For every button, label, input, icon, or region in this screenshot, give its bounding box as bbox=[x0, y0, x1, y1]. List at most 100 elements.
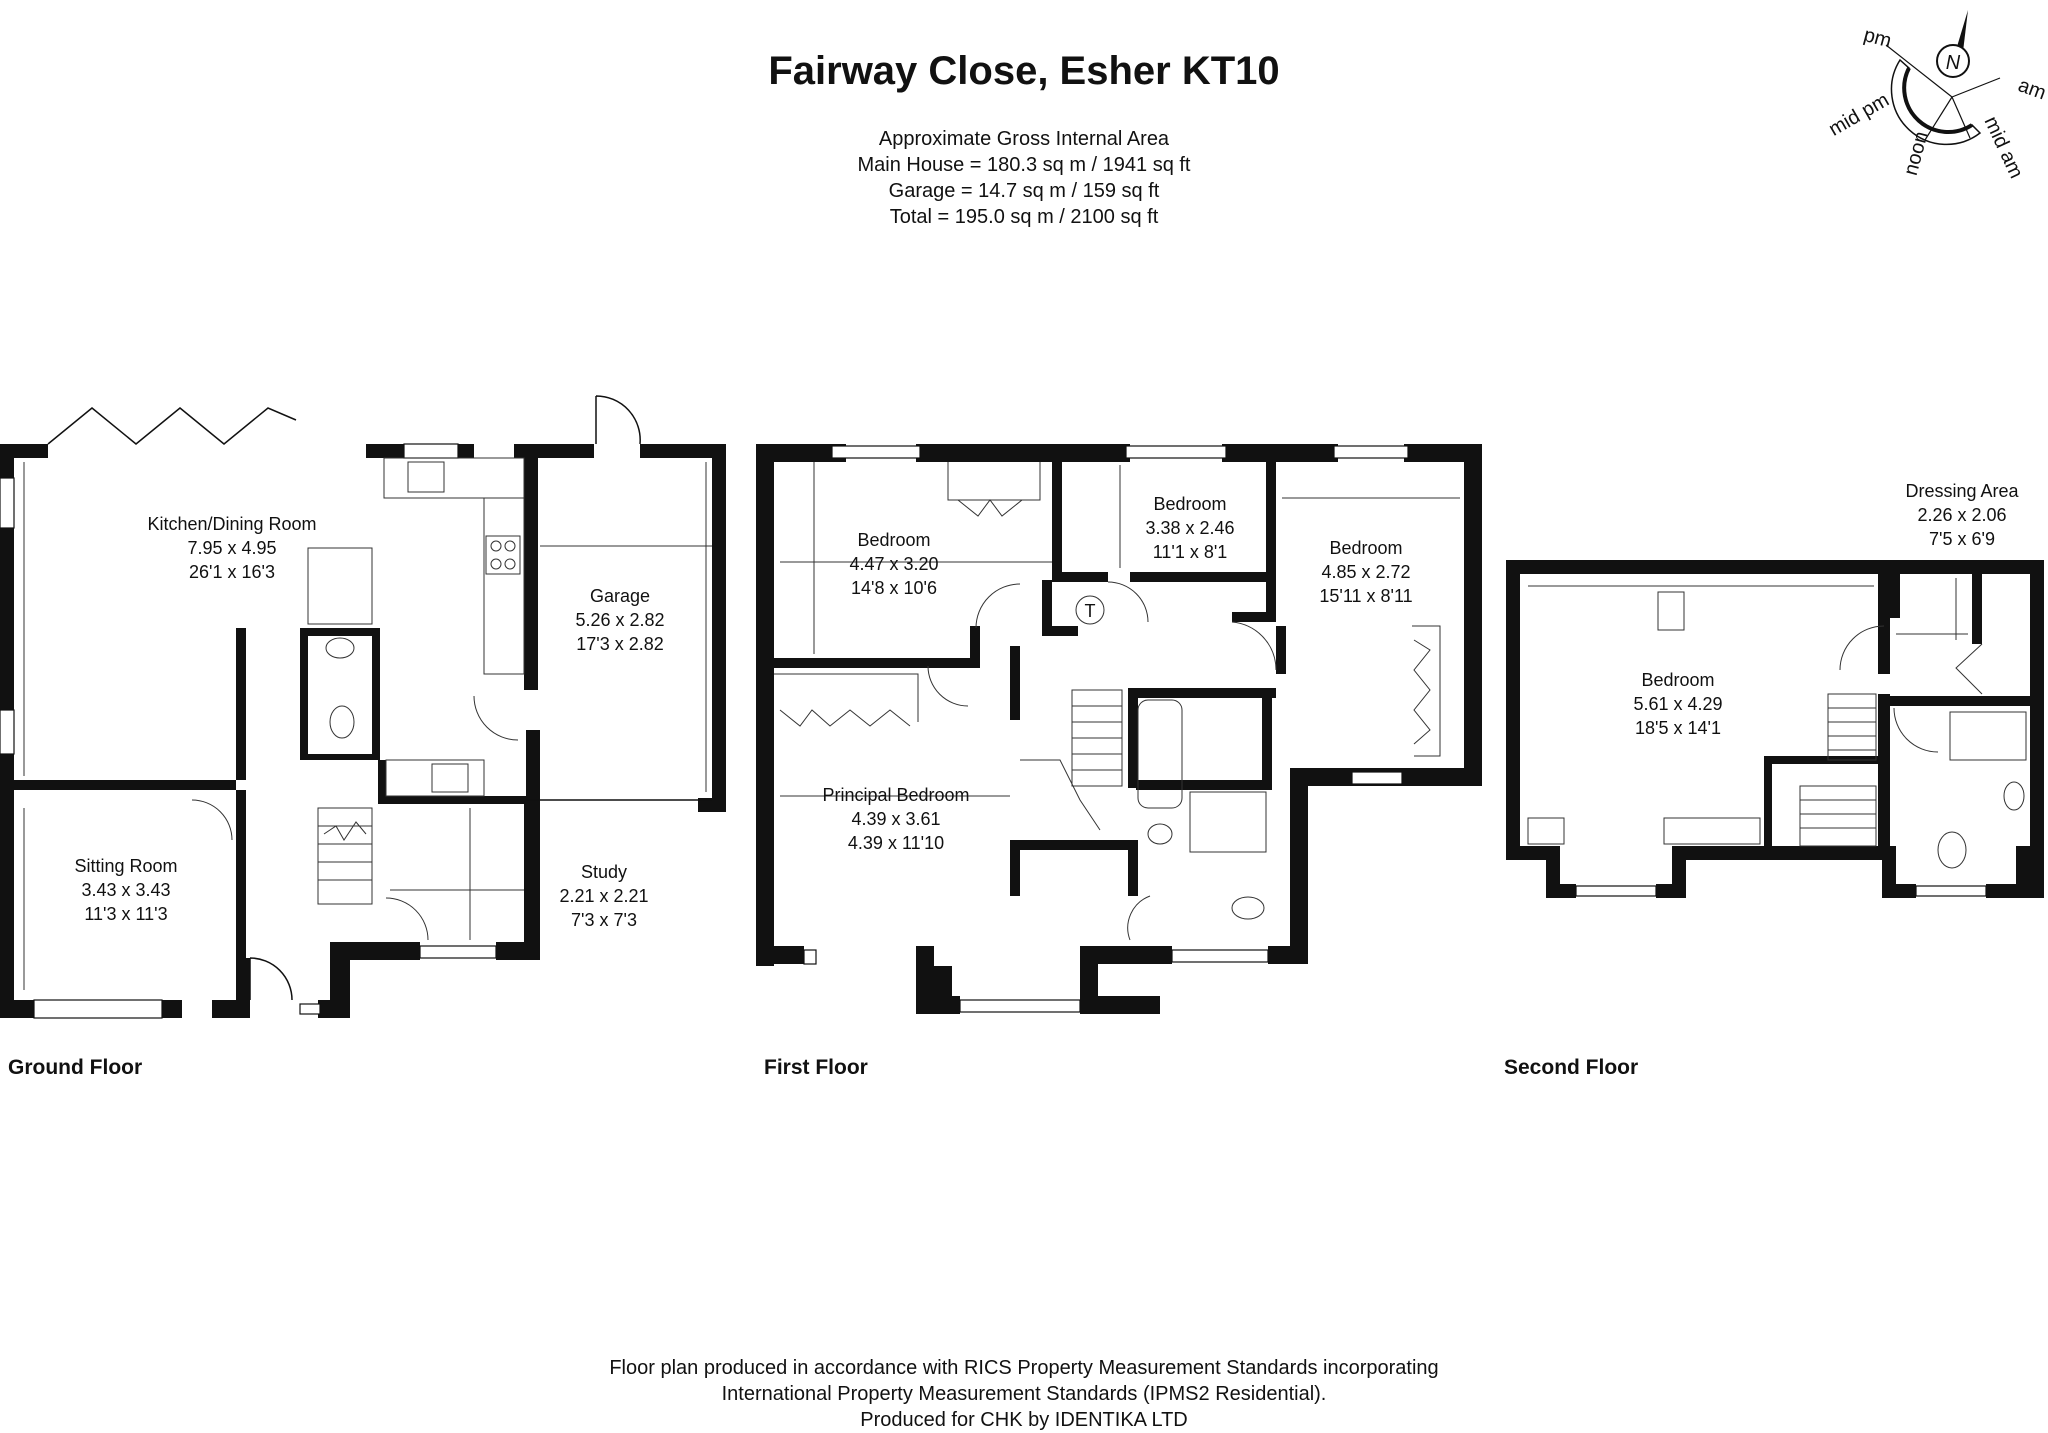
room-bedroom-1: Bedroom 4.47 x 3.20 14'8 x 10'6 bbox=[849, 530, 938, 598]
window bbox=[1171, 949, 1269, 963]
kitchen-island bbox=[307, 547, 373, 625]
window bbox=[33, 999, 163, 1019]
room-imperial: 7'5 x 6'9 bbox=[1929, 529, 1995, 549]
window bbox=[0, 477, 15, 529]
room-kitchen-dining: Kitchen/Dining Room 7.95 x 4.95 26'1 x 1… bbox=[147, 514, 316, 582]
window bbox=[0, 709, 15, 755]
area-line-1: Approximate Gross Internal Area bbox=[879, 128, 1170, 150]
wardrobe-door-icon bbox=[1955, 643, 1983, 695]
shower-icon bbox=[1189, 791, 1267, 853]
window bbox=[1915, 885, 1987, 897]
window bbox=[831, 445, 921, 459]
room-imperial: 14'8 x 10'6 bbox=[851, 578, 937, 598]
staircase-icon bbox=[1020, 689, 1123, 831]
room-bedroom-2: Bedroom 3.38 x 2.46 11'1 x 8'1 bbox=[1145, 494, 1234, 562]
front-door-icon bbox=[249, 957, 293, 1001]
compass-mid-pm-label: mid pm bbox=[1825, 89, 1893, 141]
window bbox=[1333, 445, 1409, 459]
room-imperial: 7'3 x 7'3 bbox=[571, 910, 637, 930]
north-circle-icon bbox=[1936, 44, 1970, 78]
window bbox=[299, 1003, 321, 1015]
area-line-3: Garage = 14.7 sq m / 159 sq ft bbox=[889, 180, 1160, 202]
compass-north-label: N bbox=[1946, 52, 1961, 74]
bifold-door-icon bbox=[47, 407, 297, 445]
room-metric: 2.21 x 2.21 bbox=[559, 886, 648, 906]
room-imperial: 18'5 x 14'1 bbox=[1635, 718, 1721, 738]
room-name: Bedroom bbox=[857, 530, 930, 550]
room-bedroom-3: Bedroom 4.85 x 2.72 15'11 x 8'11 bbox=[1319, 538, 1412, 606]
room-metric: 4.47 x 3.20 bbox=[849, 554, 938, 574]
water-tank-icon bbox=[1075, 595, 1105, 625]
basin-icon bbox=[2003, 781, 2025, 811]
second-floor-label: Second Floor bbox=[1504, 1056, 1638, 1079]
room-garage: Garage 5.26 x 2.82 17'3 x 2.82 bbox=[575, 586, 664, 654]
door-swing-icon bbox=[1231, 621, 1277, 671]
compass-am-label: am bbox=[2015, 74, 2048, 104]
door-swing-icon bbox=[1839, 625, 1885, 671]
room-imperial: 4.39 x 11'10 bbox=[848, 833, 944, 853]
bathtub-icon bbox=[1137, 699, 1183, 809]
basin-icon bbox=[1147, 823, 1173, 845]
toilet-icon bbox=[1937, 831, 1967, 869]
garage-side-door-icon bbox=[595, 395, 641, 445]
compass-pm-label: pm bbox=[1861, 24, 1894, 52]
window bbox=[803, 949, 817, 965]
room-name: Bedroom bbox=[1641, 670, 1714, 690]
room-metric: 3.38 x 2.46 bbox=[1145, 518, 1234, 538]
room-name: Dressing Area bbox=[1905, 481, 2019, 501]
eaves-storage bbox=[1663, 817, 1761, 845]
room-imperial: 26'1 x 16'3 bbox=[189, 562, 275, 582]
door-swing-icon bbox=[1127, 895, 1151, 941]
room-name: Kitchen/Dining Room bbox=[147, 514, 316, 534]
staircase-icon bbox=[317, 807, 373, 905]
basin-icon bbox=[325, 637, 355, 659]
toilet-icon bbox=[1231, 896, 1265, 920]
room-imperial: 11'3 x 11'3 bbox=[84, 904, 167, 924]
hob-icon bbox=[485, 535, 521, 575]
room-name: Study bbox=[581, 862, 627, 882]
door-swing-icon bbox=[927, 665, 969, 707]
room-second-bedroom: Bedroom 5.61 x 4.29 18'5 x 14'1 bbox=[1633, 670, 1722, 738]
page-title: Fairway Close, Esher KT10 bbox=[768, 49, 1279, 93]
first-floor-plan: T bbox=[756, 444, 1482, 1014]
window bbox=[959, 999, 1081, 1013]
room-metric: 2.26 x 2.06 bbox=[1917, 505, 2006, 525]
door-swing-icon bbox=[975, 583, 1021, 629]
room-study: Study 2.21 x 2.21 7'3 x 7'3 bbox=[559, 862, 648, 930]
door-swing-icon bbox=[1893, 707, 1939, 753]
door-swing-icon bbox=[385, 897, 429, 941]
room-imperial: 17'3 x 2.82 bbox=[576, 634, 664, 654]
toilet-icon bbox=[329, 705, 355, 739]
area-line-4: Total = 195.0 sq m / 2100 sq ft bbox=[890, 206, 1159, 228]
window bbox=[1575, 885, 1657, 897]
footer-line-3: Produced for CHK by IDENTIKA LTD bbox=[860, 1409, 1188, 1431]
room-metric: 5.26 x 2.82 bbox=[575, 610, 664, 630]
room-name: Bedroom bbox=[1153, 494, 1226, 514]
ground-floor-plan bbox=[0, 395, 726, 1019]
room-imperial: 11'1 x 8'1 bbox=[1153, 542, 1228, 562]
area-line-2: Main House = 180.3 sq m / 1941 sq ft bbox=[858, 154, 1191, 176]
compass-noon-label: noon bbox=[1900, 129, 1933, 178]
footer-line-1: Floor plan produced in accordance with R… bbox=[609, 1357, 1438, 1379]
room-principal-bedroom: Principal Bedroom 4.39 x 3.61 4.39 x 11'… bbox=[822, 785, 969, 853]
room-metric: 4.39 x 3.61 bbox=[851, 809, 940, 829]
room-imperial: 15'11 x 8'11 bbox=[1319, 586, 1412, 606]
window bbox=[403, 443, 459, 459]
door-swing-icon bbox=[191, 799, 233, 841]
staircase-icon bbox=[1799, 693, 1877, 847]
door-swing-icon bbox=[473, 695, 519, 741]
window bbox=[1351, 771, 1403, 785]
room-metric: 7.95 x 4.95 bbox=[187, 538, 276, 558]
footer-line-2: International Property Measurement Stand… bbox=[722, 1383, 1327, 1405]
utility-sink-icon bbox=[431, 763, 469, 793]
second-floor-plan bbox=[1506, 560, 2044, 898]
room-name: Bedroom bbox=[1329, 538, 1402, 558]
window bbox=[419, 945, 497, 959]
skylight-icon bbox=[1657, 591, 1685, 631]
first-floor-label: First Floor bbox=[764, 1056, 868, 1079]
room-dressing-area: Dressing Area 2.26 x 2.06 7'5 x 6'9 bbox=[1905, 481, 2019, 549]
compass-rose: N pm am mid pm noon mid am bbox=[1825, 10, 2048, 182]
window bbox=[1125, 445, 1227, 459]
eaves-storage bbox=[1527, 817, 1565, 845]
